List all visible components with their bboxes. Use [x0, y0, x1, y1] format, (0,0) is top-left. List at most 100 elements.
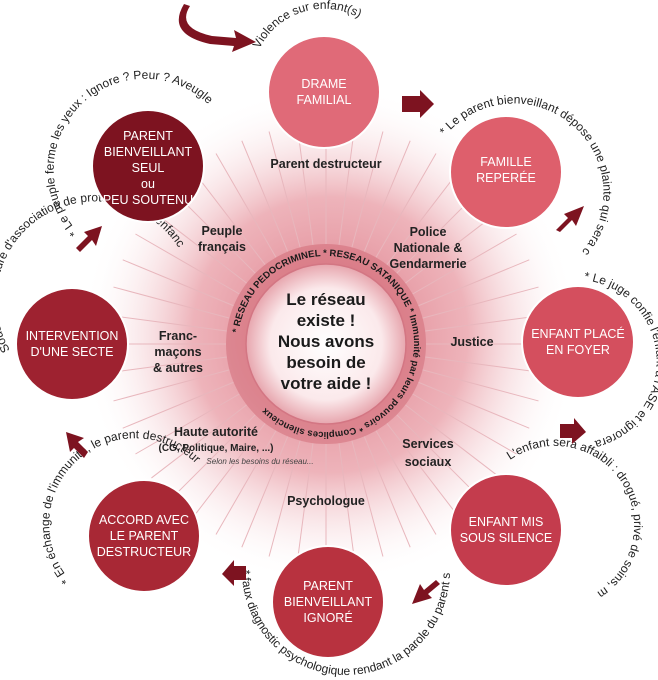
spoke-line: [425, 356, 545, 374]
arrow-5: [222, 560, 246, 586]
node-famille-reperee: FAMILLE REPERÉE: [449, 115, 563, 229]
role-police-1: Police: [410, 225, 447, 239]
spoke-line: [170, 414, 256, 500]
spoke-line: [296, 443, 314, 563]
spoke-line: [418, 259, 530, 307]
role-franc-3: & autres: [153, 361, 203, 375]
spoke-line: [268, 440, 301, 557]
spoke-line: [122, 381, 234, 429]
node-line: FAMILLE: [480, 155, 531, 169]
node-circle: [91, 109, 205, 223]
spoke-line: [296, 125, 314, 245]
node-line: ENFANT PLACÉ: [531, 326, 625, 341]
spoke-line: [135, 393, 240, 455]
node-intervention-secte: INTERVENTION D'UNE SECTE: [15, 287, 129, 401]
center-disc: * RESEAU PEDOCRIMINEL * RESEAU SATANIQUE…: [226, 244, 426, 444]
center-line-3: Nous avons: [278, 332, 374, 351]
spoke-line: [113, 286, 230, 319]
node-line: INTERVENTION: [26, 329, 119, 343]
spoke-line: [135, 233, 240, 295]
spoke-line: [375, 430, 437, 535]
role-services-1: Services: [402, 437, 453, 451]
role-psychologue: Psychologue: [287, 494, 365, 508]
spoke-line: [375, 153, 437, 258]
spoke-line: [396, 414, 482, 500]
spoke-line: [422, 369, 539, 402]
node-line: LE PARENT: [110, 529, 179, 543]
role-services-2: sociaux: [405, 455, 452, 469]
node-circle: [449, 115, 563, 229]
node-drame-familial: DRAME FAMILIAL: [267, 35, 381, 149]
role-peuple-2: français: [198, 240, 246, 254]
spoke-line: [151, 209, 247, 284]
spoke-line: [191, 169, 266, 265]
cycle-nodes: DRAME FAMILIAL FAMILLE REPERÉE ENFANT PL…: [15, 35, 635, 659]
node-line: ENFANT MIS: [469, 515, 544, 529]
spoke-line: [268, 131, 301, 248]
node-line: ou: [141, 177, 155, 191]
role-franc-2: maçons: [154, 345, 201, 359]
spoke-line: [338, 443, 356, 563]
arrow-1: [402, 90, 434, 118]
arrow-2: [556, 206, 584, 232]
node-parent-seul: PARENT BIENVEILLANT SEUL ou PEU SOUTENU: [91, 109, 205, 223]
spoke-line: [191, 423, 266, 519]
node-line: IGNORÉ: [303, 610, 352, 625]
node-accord-parent-destructeur: ACCORD AVEC LE PARENT DESTRUCTEUR: [87, 479, 201, 593]
spoke-line: [241, 140, 289, 252]
node-line: FAMILIAL: [297, 93, 352, 107]
cycle-arrows: [66, 4, 586, 604]
spoke-line: [338, 125, 356, 245]
arrow-6: [66, 432, 88, 458]
spoke-line: [412, 233, 517, 295]
arrow-7: [76, 226, 102, 252]
spoke-line: [215, 153, 277, 258]
node-line: BIENVEILLANT: [104, 145, 193, 159]
center-line-1: Le réseau: [286, 290, 365, 309]
center-line-5: votre aide !: [281, 374, 372, 393]
role-police-2: Nationale &: [394, 241, 463, 255]
node-line: EN FOYER: [546, 343, 610, 357]
role-franc-1: Franc-: [159, 329, 197, 343]
spoke-line: [351, 440, 384, 557]
node-enfant-place: ENFANT PLACÉ EN FOYER: [521, 285, 635, 399]
role-justice: Justice: [450, 335, 493, 349]
node-circle: [15, 287, 129, 401]
node-line: PEU SOUTENU: [103, 193, 193, 207]
spoke-line: [405, 404, 501, 479]
spoke-line: [386, 169, 461, 265]
spoke-line: [418, 381, 530, 429]
arrow-3: [560, 418, 586, 444]
node-circle: [267, 35, 381, 149]
role-haute-detail: (CG, Politique, Maire, ...): [158, 443, 273, 454]
spoke-line: [122, 259, 234, 307]
node-line: DESTRUCTEUR: [97, 545, 191, 559]
node-line: PARENT: [303, 579, 353, 593]
node-enfant-silence: ENFANT MIS SOUS SILENCE: [449, 473, 563, 587]
spoke-line: [351, 131, 384, 248]
node-line: BIENVEILLANT: [284, 595, 373, 609]
node-line: DRAME: [301, 77, 346, 91]
node-parent-ignore: PARENT BIENVEILLANT IGNORÉ: [271, 545, 385, 659]
spoke-line: [151, 404, 247, 479]
spoke-line: [113, 369, 230, 402]
node-line: REPERÉE: [476, 170, 536, 185]
radial-spokes: [106, 124, 546, 564]
spoke-line: [412, 393, 517, 455]
node-line: PARENT: [123, 129, 173, 143]
node-circle: [271, 545, 385, 659]
role-haute: Haute autorité: [174, 425, 258, 439]
node-line: SOUS SILENCE: [460, 531, 552, 545]
role-parent-destructeur: Parent destructeur: [270, 157, 381, 171]
node-line: D'UNE SECTE: [31, 345, 114, 359]
node-line: SEUL: [132, 161, 165, 175]
role-labels: Parent destructeur Police Nationale & Ge…: [153, 157, 494, 508]
arrow-4: [412, 580, 440, 604]
spoke-line: [107, 314, 227, 332]
role-peuple-1: Peuple: [202, 224, 243, 238]
spoke-line: [215, 430, 277, 535]
spoke-line: [422, 286, 539, 319]
node-circle: [449, 473, 563, 587]
spoke-line: [241, 436, 289, 548]
